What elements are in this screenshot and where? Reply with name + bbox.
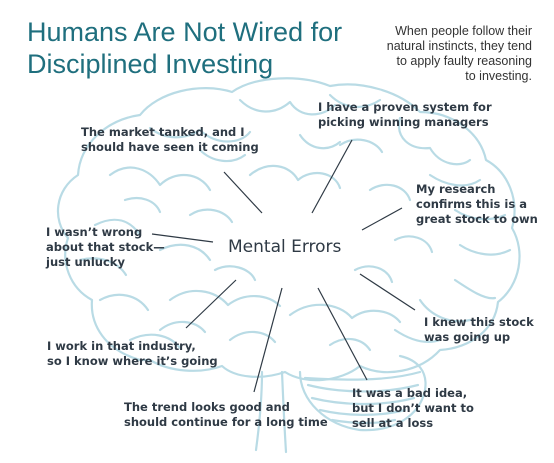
callout-line: about that stock— (46, 240, 165, 254)
callout-line: I wasn’t wrong (46, 225, 143, 239)
leader-line-knew (359, 273, 416, 311)
leader-line-system (311, 139, 353, 214)
callout-line: should have seen it coming (81, 140, 259, 154)
callout-bad-idea: It was a bad idea, but I don’t want to s… (352, 386, 474, 431)
callout-line: I knew this stock (424, 315, 534, 329)
callout-line: was going up (424, 330, 511, 344)
brain-outline (56, 77, 521, 454)
callout-knew-stock: I knew this stock was going up (424, 315, 534, 345)
callout-line: great stock to own (416, 212, 538, 226)
callout-line: just unlucky (46, 255, 125, 269)
callout-line: I work in that industry, (47, 339, 196, 353)
callout-line: sell at a loss (352, 416, 434, 430)
leader-line-bad-idea (317, 287, 368, 381)
callout-line: The trend looks good and (124, 400, 290, 414)
leader-line-industry (185, 279, 237, 329)
page-title: Humans Are Not Wired for Disciplined Inv… (27, 16, 357, 80)
leader-line-trend (253, 287, 283, 393)
leader-line-research (361, 207, 403, 231)
center-label-mental-errors: Mental Errors (228, 237, 342, 257)
callout-line: but I don’t want to (352, 401, 474, 415)
callout-trend-looks-good: The trend looks good and should continue… (124, 400, 328, 430)
callout-market-tanked: The market tanked, and I should have see… (81, 125, 259, 155)
subtitle-line-1: When people follow their (395, 24, 532, 38)
leader-lines (151, 139, 416, 393)
callout-work-in-industry: I work in that industry, so I know where… (47, 339, 218, 369)
callout-proven-system: I have a proven system for picking winni… (318, 100, 492, 130)
callout-line: My research (416, 182, 496, 196)
callout-line: picking winning managers (318, 115, 489, 129)
title-line-1: Humans Are Not Wired for (27, 17, 343, 47)
subtitle: When people follow their natural instinc… (352, 24, 532, 84)
callout-line: so I know where it’s going (47, 354, 218, 368)
title-line-2: Disciplined Investing (27, 49, 274, 79)
subtitle-line-4: to investing. (465, 69, 532, 83)
subtitle-line-2: natural instincts, they tend (386, 39, 532, 53)
callout-line: The market tanked, and I (81, 125, 245, 139)
callout-research-confirms: My research confirms this is a great sto… (416, 182, 538, 227)
callout-just-unlucky: I wasn’t wrong about that stock— just un… (46, 225, 165, 270)
subtitle-line-3: to apply faulty reasoning (396, 54, 532, 68)
leader-line-unlucky (151, 233, 214, 243)
leader-line-market (223, 171, 263, 214)
callout-line: I have a proven system for (318, 100, 492, 114)
callout-line: confirms this is a (416, 197, 527, 211)
callout-line: should continue for a long time (124, 415, 328, 429)
callout-line: It was a bad idea, (352, 386, 468, 400)
